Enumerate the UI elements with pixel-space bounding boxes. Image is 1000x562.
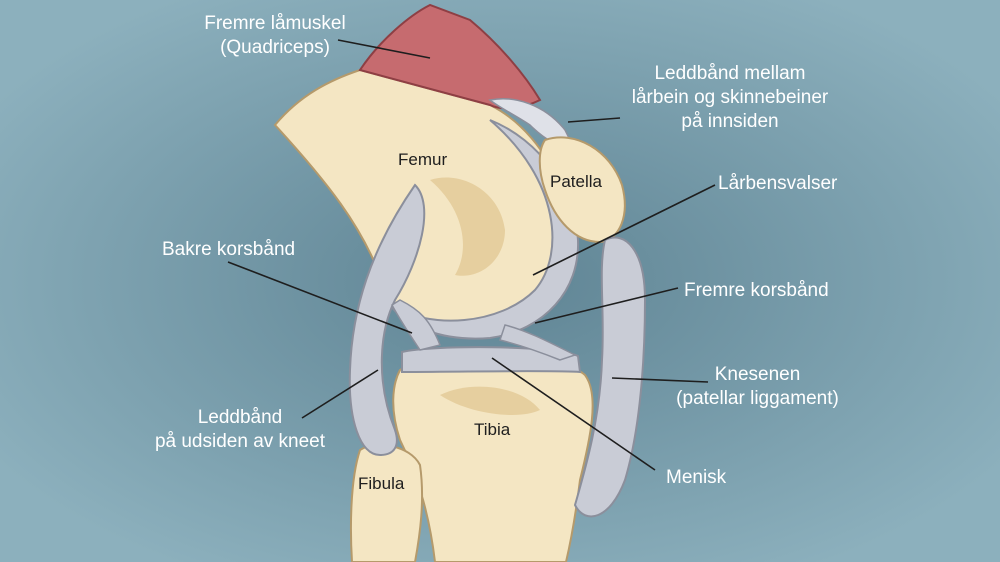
- leader-meniscus: [491, 357, 656, 471]
- label-line: Fremre låmuskel: [204, 13, 346, 34]
- leader-quadriceps: [337, 39, 431, 59]
- label-meniscus: Menisk: [666, 466, 726, 490]
- label-line: (Quadriceps): [220, 37, 330, 58]
- label-line: Leddbånd: [197, 407, 283, 428]
- leader-posterior-cruciate: [227, 261, 413, 334]
- label-medial-ligament: Leddbånd mellam lårbein og skinnebeiner …: [615, 62, 845, 134]
- label-line: på udsiden av kneet: [154, 431, 326, 452]
- label-patellar-ligament: Knesenen (patellar liggament): [655, 363, 860, 411]
- label-line: Fremre korsbånd: [684, 280, 829, 301]
- leader-lines: [227, 39, 716, 471]
- label-line: lårbein og skinnebeiner: [631, 87, 829, 108]
- label-anterior-cruciate: Fremre korsbånd: [684, 279, 829, 303]
- fibula-label: Fibula: [358, 474, 405, 493]
- label-line: Leddbånd mellam: [654, 63, 806, 84]
- label-line: Menisk: [666, 467, 727, 488]
- label-line: (patellar liggament): [676, 388, 839, 409]
- label-posterior-cruciate: Bakre korsbånd: [162, 238, 295, 262]
- label-condyles: Lårbensvalser: [718, 172, 837, 196]
- anterior-cruciate-shape: [499, 324, 577, 361]
- label-line: Knesenen: [714, 364, 801, 385]
- label-line: Lårbensvalser: [718, 173, 838, 194]
- leader-condyles: [532, 184, 716, 276]
- lateral-ligament-shape: [348, 183, 426, 457]
- leader-patellar-ligament: [611, 377, 709, 383]
- femur-label: Femur: [398, 150, 448, 169]
- leader-lateral-ligament: [301, 369, 379, 419]
- leader-medial-ligament: [567, 117, 621, 123]
- tibia-label: Tibia: [474, 420, 511, 439]
- label-lateral-ligament: Leddbånd på udsiden av kneet: [135, 406, 345, 454]
- tibia-shadow: [440, 386, 540, 415]
- label-quadriceps: Fremre låmuskel (Quadriceps): [180, 12, 370, 60]
- leader-anterior-cruciate: [534, 287, 679, 324]
- label-line: på innsiden: [681, 111, 779, 132]
- femur-shadow: [430, 177, 505, 276]
- patella-label: Patella: [550, 172, 602, 191]
- posterior-cruciate-shape: [391, 299, 442, 351]
- meniscus-shape: [401, 346, 582, 374]
- label-line: Bakre korsbånd: [162, 239, 296, 260]
- fibula-shape: [349, 444, 424, 562]
